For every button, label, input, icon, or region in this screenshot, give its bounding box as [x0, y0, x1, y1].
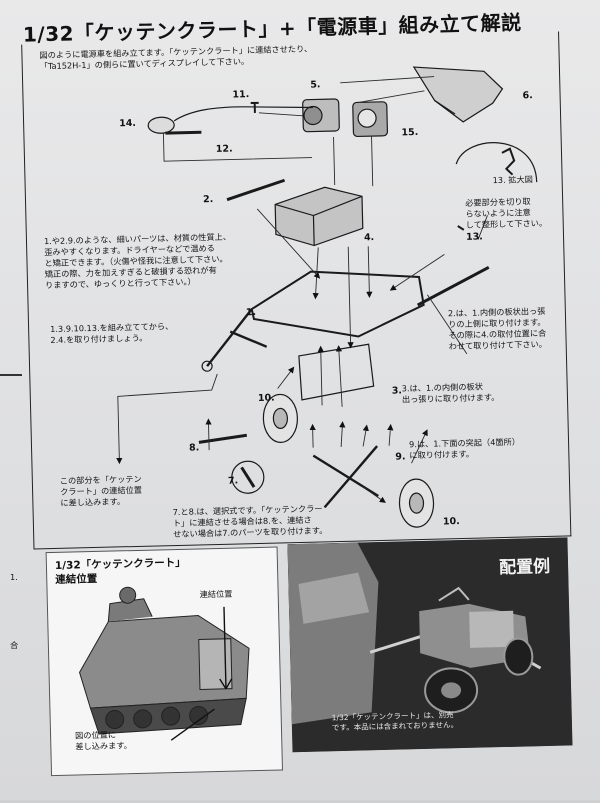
part-2-left-bar — [226, 178, 286, 202]
part-13-hook — [501, 147, 516, 176]
margin-mark-b: 合 — [10, 640, 19, 650]
part-3-tray — [298, 343, 375, 401]
part-4-box — [274, 186, 364, 247]
assembly-diagram — [116, 66, 538, 528]
part-number-4: 4. — [363, 232, 375, 244]
placement-example-photo: 配置例 1/32「ケッテンクラート」は、別売 です。本品には含まれておりません。 — [287, 537, 573, 753]
part-1-chassis — [250, 270, 425, 338]
part-number-14: 14. — [119, 117, 137, 130]
note-assemble-first: 1.3.9.10.13.を組み立ててから、 2.4.を取り付けましょう。 — [50, 321, 174, 346]
note-step-9: 9.は、1.下面の突起（4箇所） に取り付けます。 — [408, 436, 521, 461]
note-step-3: 3.は、1.の内側の板状 出っ張りに取り付けます。 — [401, 381, 500, 405]
part-number-12: 12. — [215, 143, 233, 155]
insert-note: 図の位置に 差し込みます。 — [74, 729, 132, 752]
part-number-7: 7. — [227, 475, 239, 487]
part-8 — [198, 433, 248, 444]
part-number-6: 6. — [522, 90, 533, 102]
detail-callout-arc — [455, 142, 538, 183]
note-step-7-8: 7.と8.は、選択式です。「ケッテンクラー ト」に連結させる場合は8.を、連結さ… — [172, 503, 328, 540]
part-7-inset — [231, 460, 265, 494]
connection-callout: 連結位置 — [199, 588, 233, 600]
part-number-9: 9. — [395, 451, 406, 463]
placement-caption: 1/32「ケッテンクラート」は、別売 です。本品には含まれておりません。 — [331, 710, 459, 733]
part-9-cross — [312, 445, 379, 509]
part-number-11: 11. — [232, 89, 250, 101]
part-2-right-bar — [416, 265, 490, 307]
part-number-5: 5. — [310, 79, 321, 91]
note-thin-parts: 1.や2.9.のような、細いパーツは、材質の性質上、 歪みやすくなります。ドライ… — [43, 231, 232, 291]
connection-position-panel: 1/32「ケッテンクラート」 連結位置 連結位置 図の位置に 差し込みます。 — [45, 546, 283, 777]
margin-divider — [0, 374, 22, 376]
part-number-1: 1. — [245, 306, 257, 319]
placement-photo-illustration — [287, 537, 573, 753]
part-number-13: 13. — [465, 231, 484, 243]
part-number-3: 3. — [391, 385, 403, 397]
part-number-2a: 2. — [202, 193, 214, 206]
note-connect: この部分を「ケッテン クラート」の連結位置 に差し込みます。 — [59, 473, 143, 508]
part-11 — [250, 101, 259, 113]
part-12 — [165, 130, 202, 135]
kettenkrad-illustration — [79, 586, 250, 741]
instruction-sheet: 1/32「ケッテンクラート」+「電源車」組み立て解説 図のように電源車を組み立て… — [12, 1, 581, 802]
note-step-2: 2.は、1.内側の板状出っ張 りの上側に取り付けます。 その際に4.の取付位置に… — [447, 305, 548, 352]
part-number-8: 8. — [188, 442, 200, 454]
part-number-10a: 10. — [257, 392, 275, 404]
detail-label: 13. 拡大図 — [492, 174, 533, 186]
note-cut: 必要部分を切り取 らないように注意 して整形して下さい。 — [465, 196, 548, 230]
part-number-15: 15. — [401, 126, 419, 139]
part-14-cable — [147, 116, 175, 134]
margin-mark-a: 1. — [10, 572, 18, 582]
placement-example-title: 配置例 — [498, 556, 551, 579]
part-number-10b: 10. — [442, 516, 460, 528]
part-6-canopy — [412, 66, 504, 123]
